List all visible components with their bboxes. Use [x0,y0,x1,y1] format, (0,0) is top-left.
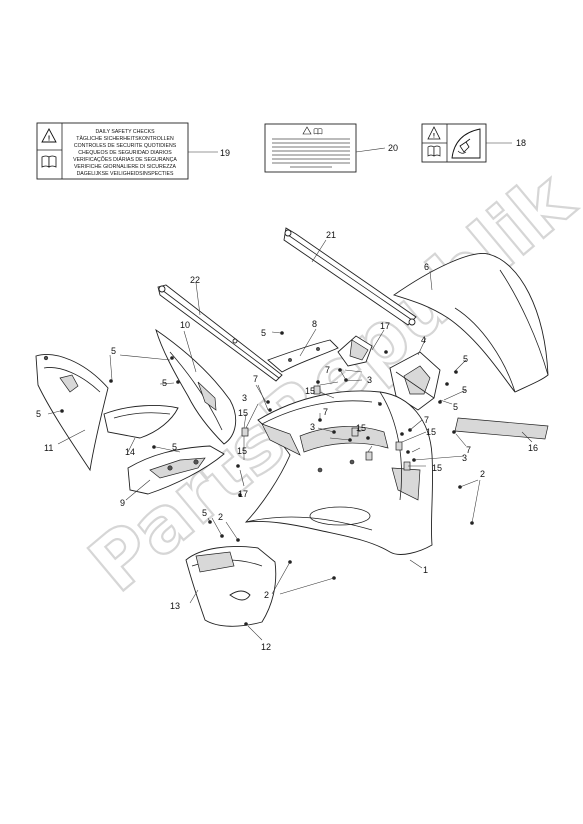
callout-7-e: 7 [466,445,471,455]
callout-3-b: 3 [367,375,372,385]
caution-label [264,123,357,173]
callout-5-right-mid: 5 [462,385,467,395]
safety-line-4: CHEQUEOS DE SEGURIDAD DIARIOS [78,150,172,156]
callout-4: 4 [421,335,426,345]
callout-22: 22 [190,275,200,285]
callout-15-b: 15 [238,408,248,418]
callout-5-right: 5 [453,402,458,412]
callout-7-c: 7 [323,407,328,417]
callout-17-lower: 17 [238,489,248,499]
callout-2-bottom: 2 [264,590,269,600]
daily-safety-label: ! DAILY SAFETY CHECKS TÄGLICHE SICHERHEI… [36,122,189,180]
callout-3-c: 3 [310,422,315,432]
windscreen-6 [392,253,549,393]
safety-line-5: VERIFICAÇÕES DIÁRIAS DE SEGURANÇA [73,156,177,163]
grommets-15 [241,385,411,471]
infill-panel-14 [103,405,179,439]
callout-17-upper: 17 [380,321,390,331]
callout-5-inner: 5 [172,442,177,452]
callout-15-e: 15 [426,427,436,437]
manual-book-icon [427,145,441,157]
callout-3-d: 3 [462,453,467,463]
callout-20: 20 [388,143,398,153]
safety-line-2: TÄGLICHE SICHERHEITSKONTROLLEN [76,135,174,142]
callout-numbers: 19 20 18 21 22 6 10 8 17 4 5 5 5 5 5 5 5… [36,138,538,652]
safety-line-6: VERIFICHE GIORNALIERE DI SICUREZZA [74,164,177,170]
callout-10: 10 [180,320,190,330]
callout-13: 13 [170,601,180,611]
bracket-17-upper [337,335,373,367]
bracket-8 [267,339,339,373]
callout-14: 14 [125,447,135,457]
callout-15-d: 15 [356,423,366,433]
safety-line-1: DAILY SAFETY CHECKS [95,129,155,135]
warning-triangle-icon [302,126,312,135]
callout-8: 8 [312,319,317,329]
side-panel-11 [35,354,109,472]
callout-11: 11 [44,443,53,453]
callout-5-right-top: 5 [463,354,468,364]
callout-5-lower: 5 [202,508,207,518]
callout-21: 21 [326,230,336,240]
safety-line-3: CONTROLES DE SECURITE QUOTIDIENS [74,143,177,149]
callout-7-d: 7 [424,415,429,425]
svg-text:!: ! [48,136,50,143]
callout-7-a: 7 [253,374,258,384]
callout-2-right: 2 [480,469,485,479]
callout-15-a: 15 [305,386,315,396]
callout-5-left: 5 [36,409,41,419]
warning-triangle-icon [41,128,57,143]
warning-triangle-icon [427,126,441,140]
trim-strip-22 [157,284,283,382]
callout-15-c: 15 [237,446,247,456]
callout-5-left-top: 5 [111,346,116,356]
callout-5-left-mid: 5 [162,378,167,388]
callout-18: 18 [516,138,526,148]
watermark-text: PartsRepublik [72,154,583,609]
manual-book-icon [313,128,323,135]
callout-3-a: 3 [242,393,247,403]
trim-strip-21 [283,227,417,326]
lower-panel-13 [185,546,277,627]
svg-text:!: ! [433,133,435,140]
pictogram-label: ! [421,123,487,163]
callout-9: 9 [120,498,125,508]
callout-19: 19 [220,148,230,158]
safety-line-7: DAGELIJKSE VEILIGHEIDSINSPECTIES [77,171,174,177]
callout-2-left: 2 [218,512,223,522]
inner-panel-9 [127,445,225,495]
manual-book-icon [41,155,57,168]
callout-7-b: 7 [325,365,330,375]
main-fairing-1 [244,390,434,555]
callout-6: 6 [424,262,429,272]
bracket-4 [389,351,441,411]
decal-strip-16 [454,417,549,440]
callout-16: 16 [528,443,538,453]
leader-lines [47,239,533,641]
callout-15-f: 15 [432,463,442,473]
callout-1: 1 [423,565,428,575]
inner-panel-10 [155,328,237,445]
callout-12: 12 [261,642,271,652]
callout-5-top: 5 [261,328,266,338]
